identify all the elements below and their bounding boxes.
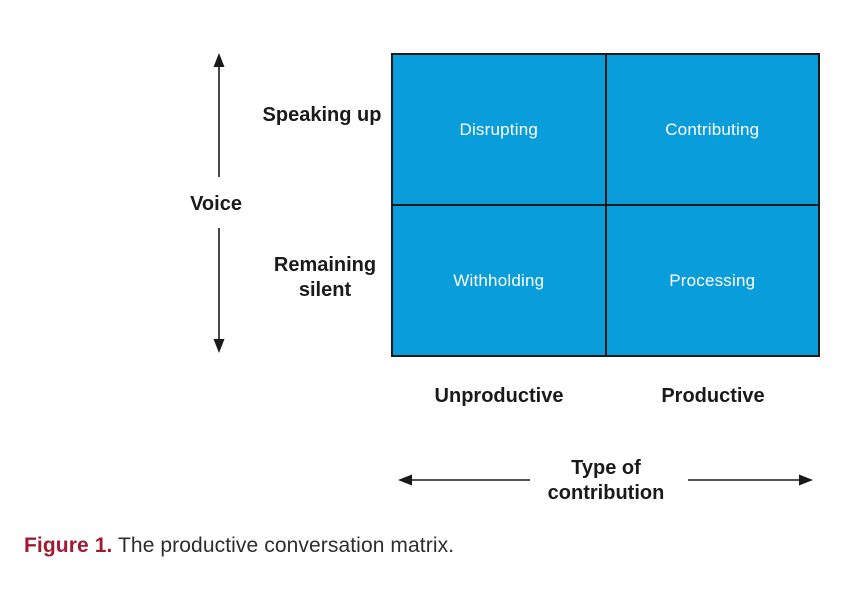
figure-caption-label: Figure 1. — [24, 534, 113, 557]
y-axis-low-label: Remaining silent — [273, 254, 377, 301]
quadrant-matrix: Disrupting Contributing Withholding Proc… — [391, 53, 820, 357]
left-right-arrow-icon — [398, 474, 813, 486]
x-axis-title: Type of contribution — [547, 457, 665, 504]
matrix-cell-withholding: Withholding — [393, 206, 605, 355]
matrix-cell-disrupting: Disrupting — [393, 55, 605, 204]
up-down-arrow-icon — [213, 53, 225, 353]
y-axis-title: Voice — [190, 193, 242, 215]
matrix-cell-contributing: Contributing — [606, 55, 818, 204]
y-axis-high-label: Speaking up — [262, 104, 382, 126]
figure-caption-text: The productive conversation matrix. — [117, 534, 455, 557]
x-axis-left-label: Unproductive — [434, 385, 564, 407]
figure-caption: Figure 1. The productive conversation ma… — [24, 534, 454, 558]
x-axis-right-label: Productive — [661, 385, 765, 407]
matrix-cell-processing: Processing — [606, 206, 818, 355]
